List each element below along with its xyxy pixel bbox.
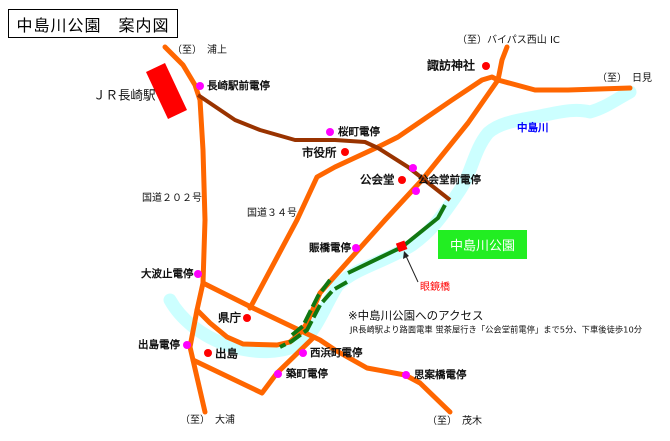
access-heading: ※中島川公園へのアクセス [348, 309, 484, 323]
tram-stop-label: 長崎駅前電停 [207, 79, 270, 92]
park-strip [290, 278, 332, 337]
jr-station-label: ＪＲ長崎駅 [93, 88, 156, 103]
river-label: 中島川 [517, 121, 549, 134]
tram-stop-label: 出島電停 [138, 338, 180, 351]
tram-stop-label: 思案橋電停 [414, 368, 467, 381]
meganebashi-label: 眼鏡橋 [420, 280, 450, 293]
tram-stop-label: 大波止電停 [141, 267, 194, 280]
tram-stop-label: 公会堂前電停 [418, 173, 481, 186]
tram-line [196, 93, 452, 202]
nakashima-river [163, 85, 637, 359]
direction-himi: （至） 日見 [597, 72, 652, 84]
park-label-box: 中島川公園 [438, 230, 527, 259]
ohato-road [200, 280, 453, 415]
park-strip [279, 280, 348, 349]
tram-stop-label: 桜町電停 [338, 125, 380, 138]
tram-stop-label: 築町電停 [285, 367, 328, 380]
direction-mogi: （至） 茂木 [427, 414, 482, 427]
landmark-markers [204, 62, 490, 357]
bypass-road [194, 44, 510, 348]
tram-stop-label: 賑橋電停 [309, 241, 351, 254]
map-title: 中島川公園 案内図 [8, 9, 178, 38]
route-34-label: 国道３４号 [247, 206, 297, 219]
jr-station-building [146, 63, 187, 119]
landmark-label: 公会堂 [360, 173, 395, 187]
access-detail: JR長崎駅より路面電車 蛍茶屋行き「公会堂前電停」まで5分、下車後徒歩10分 [349, 325, 642, 335]
bridge-arrow [405, 255, 419, 283]
landmark-label: 出島 [215, 347, 238, 361]
direction-oura: （至） 大浦 [180, 413, 235, 426]
park-strip [347, 204, 447, 275]
arrow-head-icon [403, 251, 409, 259]
tram-stop-label: 西浜町電停 [310, 346, 363, 359]
tram-stop-markers [183, 82, 420, 379]
meganebashi-marker [395, 240, 408, 253]
landmark-label: 市役所 [302, 146, 337, 160]
route-34 [247, 74, 633, 311]
direction-bypass: （至）バイパス西山 IC [457, 34, 560, 46]
route-202-label: 国道２０２号 [142, 191, 202, 204]
dejima-road [190, 335, 316, 396]
landmark-label: 県庁 [218, 311, 241, 325]
direction-urakami: （至） 浦上 [172, 43, 227, 56]
landmark-label: 諏訪神社 [427, 58, 475, 73]
route-202 [162, 44, 208, 415]
